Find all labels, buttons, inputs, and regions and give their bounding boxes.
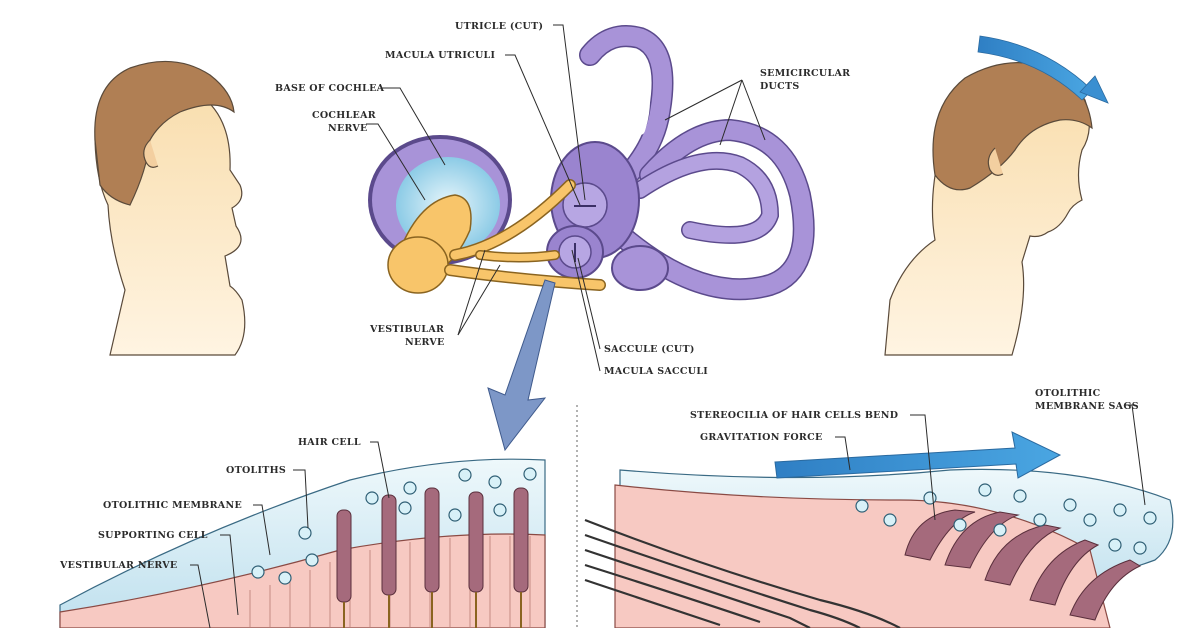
label-macula-sacculi: MACULA SACCULI — [604, 366, 708, 377]
label-otolithic-membrane-sags-1: OTOLITHIC — [1035, 388, 1101, 399]
label-base-of-cochlea: BASE OF COCHLEA — [275, 83, 385, 94]
ear — [987, 147, 1004, 176]
ear — [143, 139, 159, 168]
leader-lines — [190, 24, 1146, 628]
label-cochlear-nerve-2: NERVE — [328, 123, 368, 134]
tilt-arrow — [977, 35, 1109, 104]
head-tilted — [884, 62, 1093, 356]
label-saccule-cut: SACCULE (CUT) — [604, 344, 695, 355]
label-macula-utriculi: MACULA UTRICULI — [385, 50, 496, 61]
macula-upright — [59, 458, 546, 628]
label-utricle-cut: UTRICLE (CUT) — [455, 21, 543, 32]
label-stereocilia-bend: STEREOCILIA OF HAIR CELLS BEND — [690, 410, 898, 421]
label-otoliths: OTOLITHS — [226, 465, 286, 476]
label-supporting-cell: SUPPORTING CELL — [98, 530, 208, 541]
label-vestibular-nerve-top-1: VESTIBULAR — [369, 324, 444, 335]
macula-tilted — [584, 431, 1174, 628]
label-cochlear-nerve-1: COCHLEAR — [312, 110, 376, 121]
head-upright — [94, 60, 246, 356]
hair — [932, 62, 1093, 191]
label-vestibular-nerve-top-2: NERVE — [405, 337, 445, 348]
label-hair-cell: HAIR CELL — [298, 437, 361, 448]
label-semicircular-ducts-2: DUCTS — [760, 81, 800, 92]
label-otolithic-membrane-sags-2: MEMBRANE SAGS — [1035, 401, 1139, 412]
label-vestibular-nerve-bottom: VESTIBULAR NERVE — [59, 560, 177, 571]
label-semicircular-ducts-1: SEMICIRCULAR — [760, 68, 850, 79]
labels: UTRICLE (CUT) MACULA UTRICULI BASE OF CO… — [59, 21, 1139, 571]
hair — [94, 60, 235, 206]
label-otolithic-membrane: OTOLITHIC MEMBRANE — [103, 500, 242, 511]
label-gravitation-force: GRAVITATION FORCE — [700, 432, 823, 443]
inner-ear — [368, 25, 815, 452]
